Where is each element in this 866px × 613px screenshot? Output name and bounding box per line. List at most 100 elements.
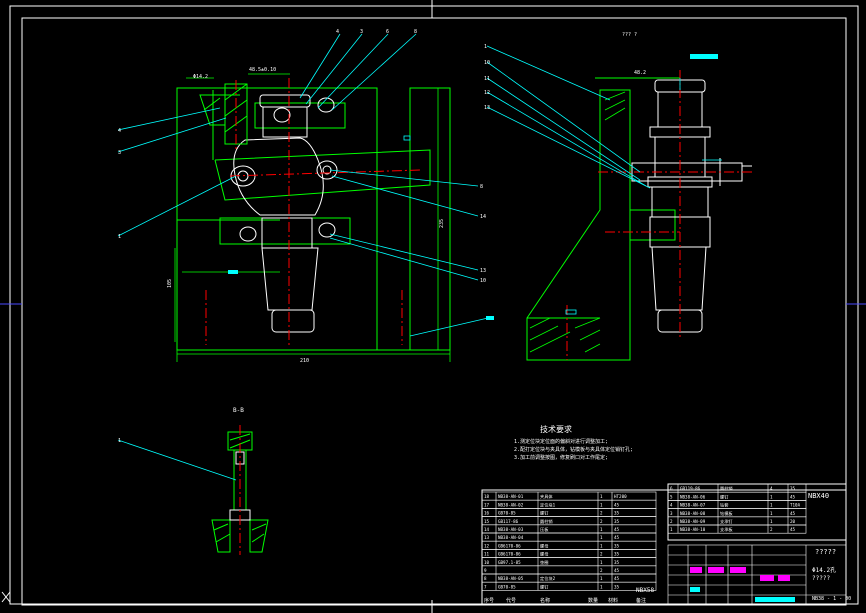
callout-side-1: 1 (484, 44, 487, 50)
callout-side-5: 13 (484, 105, 490, 111)
bom-left-cell-name: 定位块2 (540, 575, 556, 582)
bom-left-cell-code: GB70-85 (498, 584, 516, 589)
bom-left-cell-code: GB6170-86 (498, 552, 521, 557)
bom-left-cell-code: NB38-AN-01 (498, 494, 524, 499)
bom-left-cell-mat: 45 (614, 576, 620, 581)
bom-right-cell-code: NB38-AN-08 (680, 511, 706, 516)
bom-right-cell-no: 2 (670, 519, 673, 524)
bottom-designation: NBX58 (636, 587, 654, 594)
bom-right-cell-no: 1 (670, 527, 673, 532)
dim-top-offset: 48.5±0.10 (249, 67, 276, 73)
callout-front-2: 3 (118, 150, 121, 156)
callout-side-3: 11 (484, 76, 490, 82)
bom-right-cell-code: GB119-86 (680, 486, 701, 491)
tech-requirements: 技术要求 1.测定位块定位面的偏斜对进行调整加工; 2.配打定位块与夹具体，钻模… (514, 424, 633, 461)
bom-right-cell-code: NB38-AN-10 (680, 527, 706, 532)
callout-front-5: 3 (360, 29, 363, 35)
bom-left-cell-name: 螺母 (540, 551, 548, 558)
tech-title: 技术要求 (540, 424, 572, 434)
callout-front-6: 6 (386, 29, 389, 35)
callout-front-7: 8 (414, 29, 417, 35)
bom-left-cell-no: 9 (484, 568, 487, 573)
bom-right-cell-mat: 35 (790, 486, 796, 491)
callout-side-4: 12 (484, 90, 490, 96)
bom-left-cell-qty: 1 (600, 560, 603, 565)
tech-item-3: 3.加工前调整按图，修复刷口对工作尾定; (514, 454, 608, 461)
project-sub-label: ????? (812, 575, 830, 582)
bom-header: 序号 (484, 597, 494, 604)
bom-right-cell-name: 支承钉 (720, 518, 733, 525)
bom-left-cell-name: 螺母 (540, 542, 548, 549)
bom-left-cell-mat: 45 (614, 527, 620, 532)
bom-right-cell-mat: 45 (790, 527, 796, 532)
side-view-label: ??? ? (622, 32, 637, 38)
bom-left-cell-no: 17 (484, 502, 490, 507)
bom-left-cell-code: GB117-86 (498, 519, 519, 524)
bom-right-cell-name: 螺钉 (720, 493, 729, 500)
callout-front-1: 4 (118, 128, 121, 134)
project-label: ????? (815, 548, 836, 556)
tech-item-2: 2.配打定位块与夹具体，钻模板与夹具体定位销钉孔; (514, 446, 633, 453)
dim-side-top: 48.2 (634, 70, 646, 76)
bom-left-cell-code: GB97.1-85 (498, 560, 521, 565)
bom-left-cell-code: GB70-85 (498, 511, 516, 516)
bom-left-cell-no: 15 (484, 519, 490, 524)
bom-left-cell-code: NB38-AN-02 (498, 502, 524, 507)
bom-left-cell-name: 螺钉 (540, 510, 549, 517)
bom-right-cell-mat: 45 (790, 494, 796, 499)
bom-header: 材料 (608, 597, 618, 604)
bom-left-cell-mat: 35 (614, 511, 620, 516)
bom-header: 代号 (506, 597, 516, 604)
callout-front-3: 1 (118, 234, 121, 240)
bom-right-cell-qty: 1 (770, 494, 773, 499)
bom-left-cell-qty: 1 (600, 502, 603, 507)
side-view: ??? ? (484, 32, 755, 361)
bom-right-cell-code: NB38-AN-07 (680, 503, 706, 508)
bom-left-cell-no: 14 (484, 527, 490, 532)
bom-left-cell-qty: 1 (600, 494, 603, 499)
bom-left-cell-no: 12 (484, 543, 490, 548)
bom-left-cell-no: 11 (484, 552, 490, 557)
bom-left-cell-name: 夹具体 (540, 493, 553, 500)
bom-left-cell-no: 13 (484, 535, 490, 540)
bom-right-cell-name: 钻模板 (720, 510, 733, 517)
bom-right-cell-name: 圆柱销 (720, 485, 733, 492)
front-view: 4 3 1 4 3 6 8 8 14 13 10 Φ14.2 48.5±0.10… (117, 29, 494, 364)
bom-right-cell-no: 5 (670, 494, 673, 499)
callout-front-4: 4 (336, 29, 339, 35)
callout-section-1: 1 (118, 438, 121, 444)
section-label: B-B (233, 407, 244, 414)
bom-right-cell-code: NB38-AN-06 (680, 494, 706, 499)
callout-front-8: 8 (480, 184, 483, 190)
drawing-number: NB38 - 1 - 00 (812, 596, 851, 602)
bom-right-cell-mat: 45 (790, 511, 796, 516)
bom-right-cell-code: NB38-AN-09 (680, 519, 706, 524)
bom-header: 名称 (540, 597, 550, 604)
bom-right-cell-name: 支承板 (720, 526, 733, 533)
bom-left-cell-qty: 2 (600, 511, 603, 516)
callout-front-11: 10 (480, 278, 486, 284)
bom-right-cell-qty: 1 (770, 519, 773, 524)
bom-right-cell-mat: 20 (790, 519, 796, 524)
tech-item-1: 1.测定位块定位面的偏斜对进行调整加工; (514, 438, 608, 445)
bom-left-cell-code: NB38-AN-04 (498, 535, 524, 540)
bom-right-cell-no: 3 (670, 511, 673, 516)
bom-right-cell-no: 4 (670, 503, 673, 508)
bom-left-cell-name: 垫圈 (540, 559, 548, 566)
bom-left-cell-code: GB6170-86 (498, 543, 521, 548)
material-label: NBX40 (808, 492, 829, 500)
bom-left-cell-no: 8 (484, 576, 487, 581)
bom-left-cell-name: 螺钉 (540, 583, 549, 590)
bom-left-cell-name: 定位块1 (540, 501, 556, 508)
bom-left-cell-qty: 1 (600, 527, 603, 532)
bom-right-cell-qty: 2 (770, 527, 773, 532)
bom-left-cell-code: NB38-AN-05 (498, 576, 524, 581)
bom-left-cell-qty: 1 (600, 543, 603, 548)
dim-height-right: 235 (439, 219, 445, 228)
bom-left-cell-mat: 35 (614, 519, 620, 524)
bom-left-cell-qty: 1 (600, 576, 603, 581)
cursor-x-icon (1, 591, 11, 603)
bom-right-cell-name: 钻套 (720, 502, 729, 509)
